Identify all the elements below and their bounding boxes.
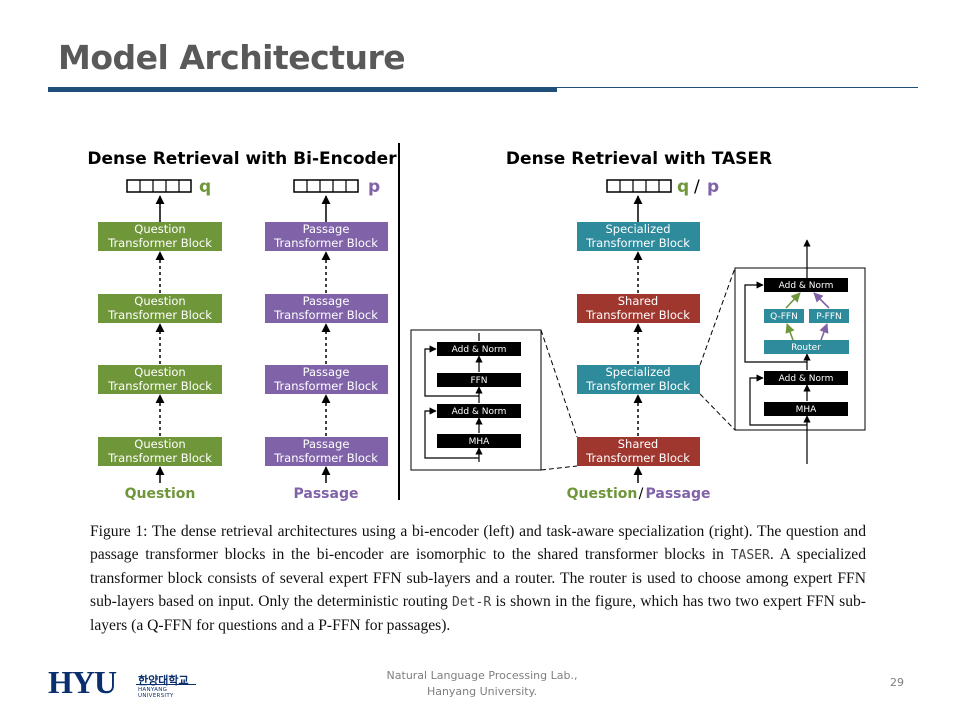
question-vector: [126, 179, 192, 193]
block-label-line1: Passage: [303, 294, 350, 308]
block-label-line2: Transformer Block: [107, 379, 212, 393]
figure-caption: Figure 1: The dense retrieval architectu…: [90, 520, 866, 637]
taser-q-symbol: q: [677, 177, 689, 197]
specialized-block-lower: Specialized Transformer Block: [577, 365, 700, 394]
shared-block-detail: Add & Norm FFN Add & Norm MHA: [410, 329, 578, 471]
caption-mono-detr: Det-R: [452, 595, 492, 610]
passage-block-2: Passage Transformer Block: [265, 365, 388, 394]
passage-block-3: Passage Transformer Block: [265, 294, 388, 323]
question-input-label: Question: [125, 486, 196, 502]
footer-lab-name: Natural Language Processing Lab., Hanyan…: [372, 668, 592, 700]
slide-title: Model Architecture: [58, 38, 406, 77]
block-label-line1: Passage: [303, 222, 350, 236]
p-ffn: P-FFN: [816, 312, 842, 322]
block-label-line1: Specialized: [605, 222, 670, 236]
router: Router: [791, 343, 821, 353]
shared-block-upper: Shared Transformer Block: [577, 294, 700, 323]
specialized-block-detail: Add & Norm Q-FFN P-FFN Router Add & Norm…: [699, 239, 866, 464]
block-label-line2: Transformer Block: [585, 379, 690, 393]
passage-vector: [293, 179, 359, 193]
specialized-block-top: Specialized Transformer Block: [577, 222, 700, 251]
block-label-line1: Shared: [618, 437, 659, 451]
shared-mha: MHA: [469, 437, 491, 447]
page-number: 29: [890, 676, 904, 689]
logo-korean: 한양대학교: [138, 674, 189, 687]
block-label-line2: Transformer Block: [107, 451, 212, 465]
question-block-2: Question Transformer Block: [98, 365, 222, 394]
block-label-line2: Transformer Block: [585, 308, 690, 322]
shared-block-bottom: Shared Transformer Block: [577, 437, 700, 466]
q-symbol: q: [199, 177, 211, 197]
title-rule-thin: [557, 87, 918, 88]
q-ffn: Q-FFN: [770, 312, 798, 322]
logo-english: HANYANG UNIVERSITY: [138, 687, 174, 699]
footer-line-1: Natural Language Processing Lab.,: [386, 669, 578, 682]
block-label-line1: Shared: [618, 294, 659, 308]
specialized-add-norm-bottom: Add & Norm: [779, 374, 834, 384]
block-label-line1: Specialized: [605, 365, 670, 379]
caption-text-2: . A specialized transformer block consis…: [90, 546, 866, 610]
taser-heading: Dense Retrieval with TASER: [506, 149, 772, 169]
block-label-line1: Passage: [303, 365, 350, 379]
shared-add-norm-bottom: Add & Norm: [452, 407, 507, 417]
block-label-line1: Passage: [303, 437, 350, 451]
question-block-3: Question Transformer Block: [98, 294, 222, 323]
shared-ffn: FFN: [470, 376, 487, 386]
block-label-line2: Transformer Block: [585, 451, 690, 465]
passage-block-1: Passage Transformer Block: [265, 437, 388, 466]
caption-text-3: is shown in the figure, which has two tw…: [90, 593, 866, 634]
university-logo: HYU 한양대학교 HANYANG UNIVERSITY: [48, 664, 198, 700]
question-block-1: Question Transformer Block: [98, 437, 222, 466]
taser-output-vector: [606, 179, 672, 193]
block-label-line1: Question: [134, 437, 185, 451]
block-label-line2: Transformer Block: [273, 308, 378, 322]
block-label-line2: Transformer Block: [585, 236, 690, 250]
block-label-line1: Question: [134, 294, 185, 308]
footer-line-2: Hanyang University.: [426, 685, 538, 698]
specialized-add-norm-top: Add & Norm: [779, 281, 834, 291]
block-label-line2: Transformer Block: [273, 379, 378, 393]
shared-add-norm-top: Add & Norm: [452, 345, 507, 355]
taser-slash: /: [694, 177, 700, 197]
passage-block-4: Passage Transformer Block: [265, 222, 388, 251]
taser-input-question: Question: [567, 486, 638, 502]
passage-input-label: Passage: [294, 486, 359, 502]
specialized-mha: MHA: [796, 405, 818, 415]
bi-encoder-heading: Dense Retrieval with Bi-Encoder: [87, 149, 397, 169]
block-label-line2: Transformer Block: [107, 236, 212, 250]
block-label-line2: Transformer Block: [273, 451, 378, 465]
title-rule-thick: [48, 87, 557, 92]
taser-p-symbol: p: [707, 177, 719, 197]
question-block-4: Question Transformer Block: [98, 222, 222, 251]
block-label-line2: Transformer Block: [107, 308, 212, 322]
p-symbol: p: [368, 177, 380, 197]
block-label-line1: Question: [134, 365, 185, 379]
logo-divider: [136, 684, 196, 685]
logo-mark: HYU: [48, 664, 117, 700]
block-label-line2: Transformer Block: [273, 236, 378, 250]
caption-mono-taser: TASER: [730, 548, 770, 563]
taser-input-passage: Passage: [646, 486, 711, 502]
caption-text-1: Figure 1: The dense retrieval architectu…: [90, 523, 866, 563]
block-label-line1: Question: [134, 222, 185, 236]
taser-input-slash: /: [639, 486, 644, 502]
